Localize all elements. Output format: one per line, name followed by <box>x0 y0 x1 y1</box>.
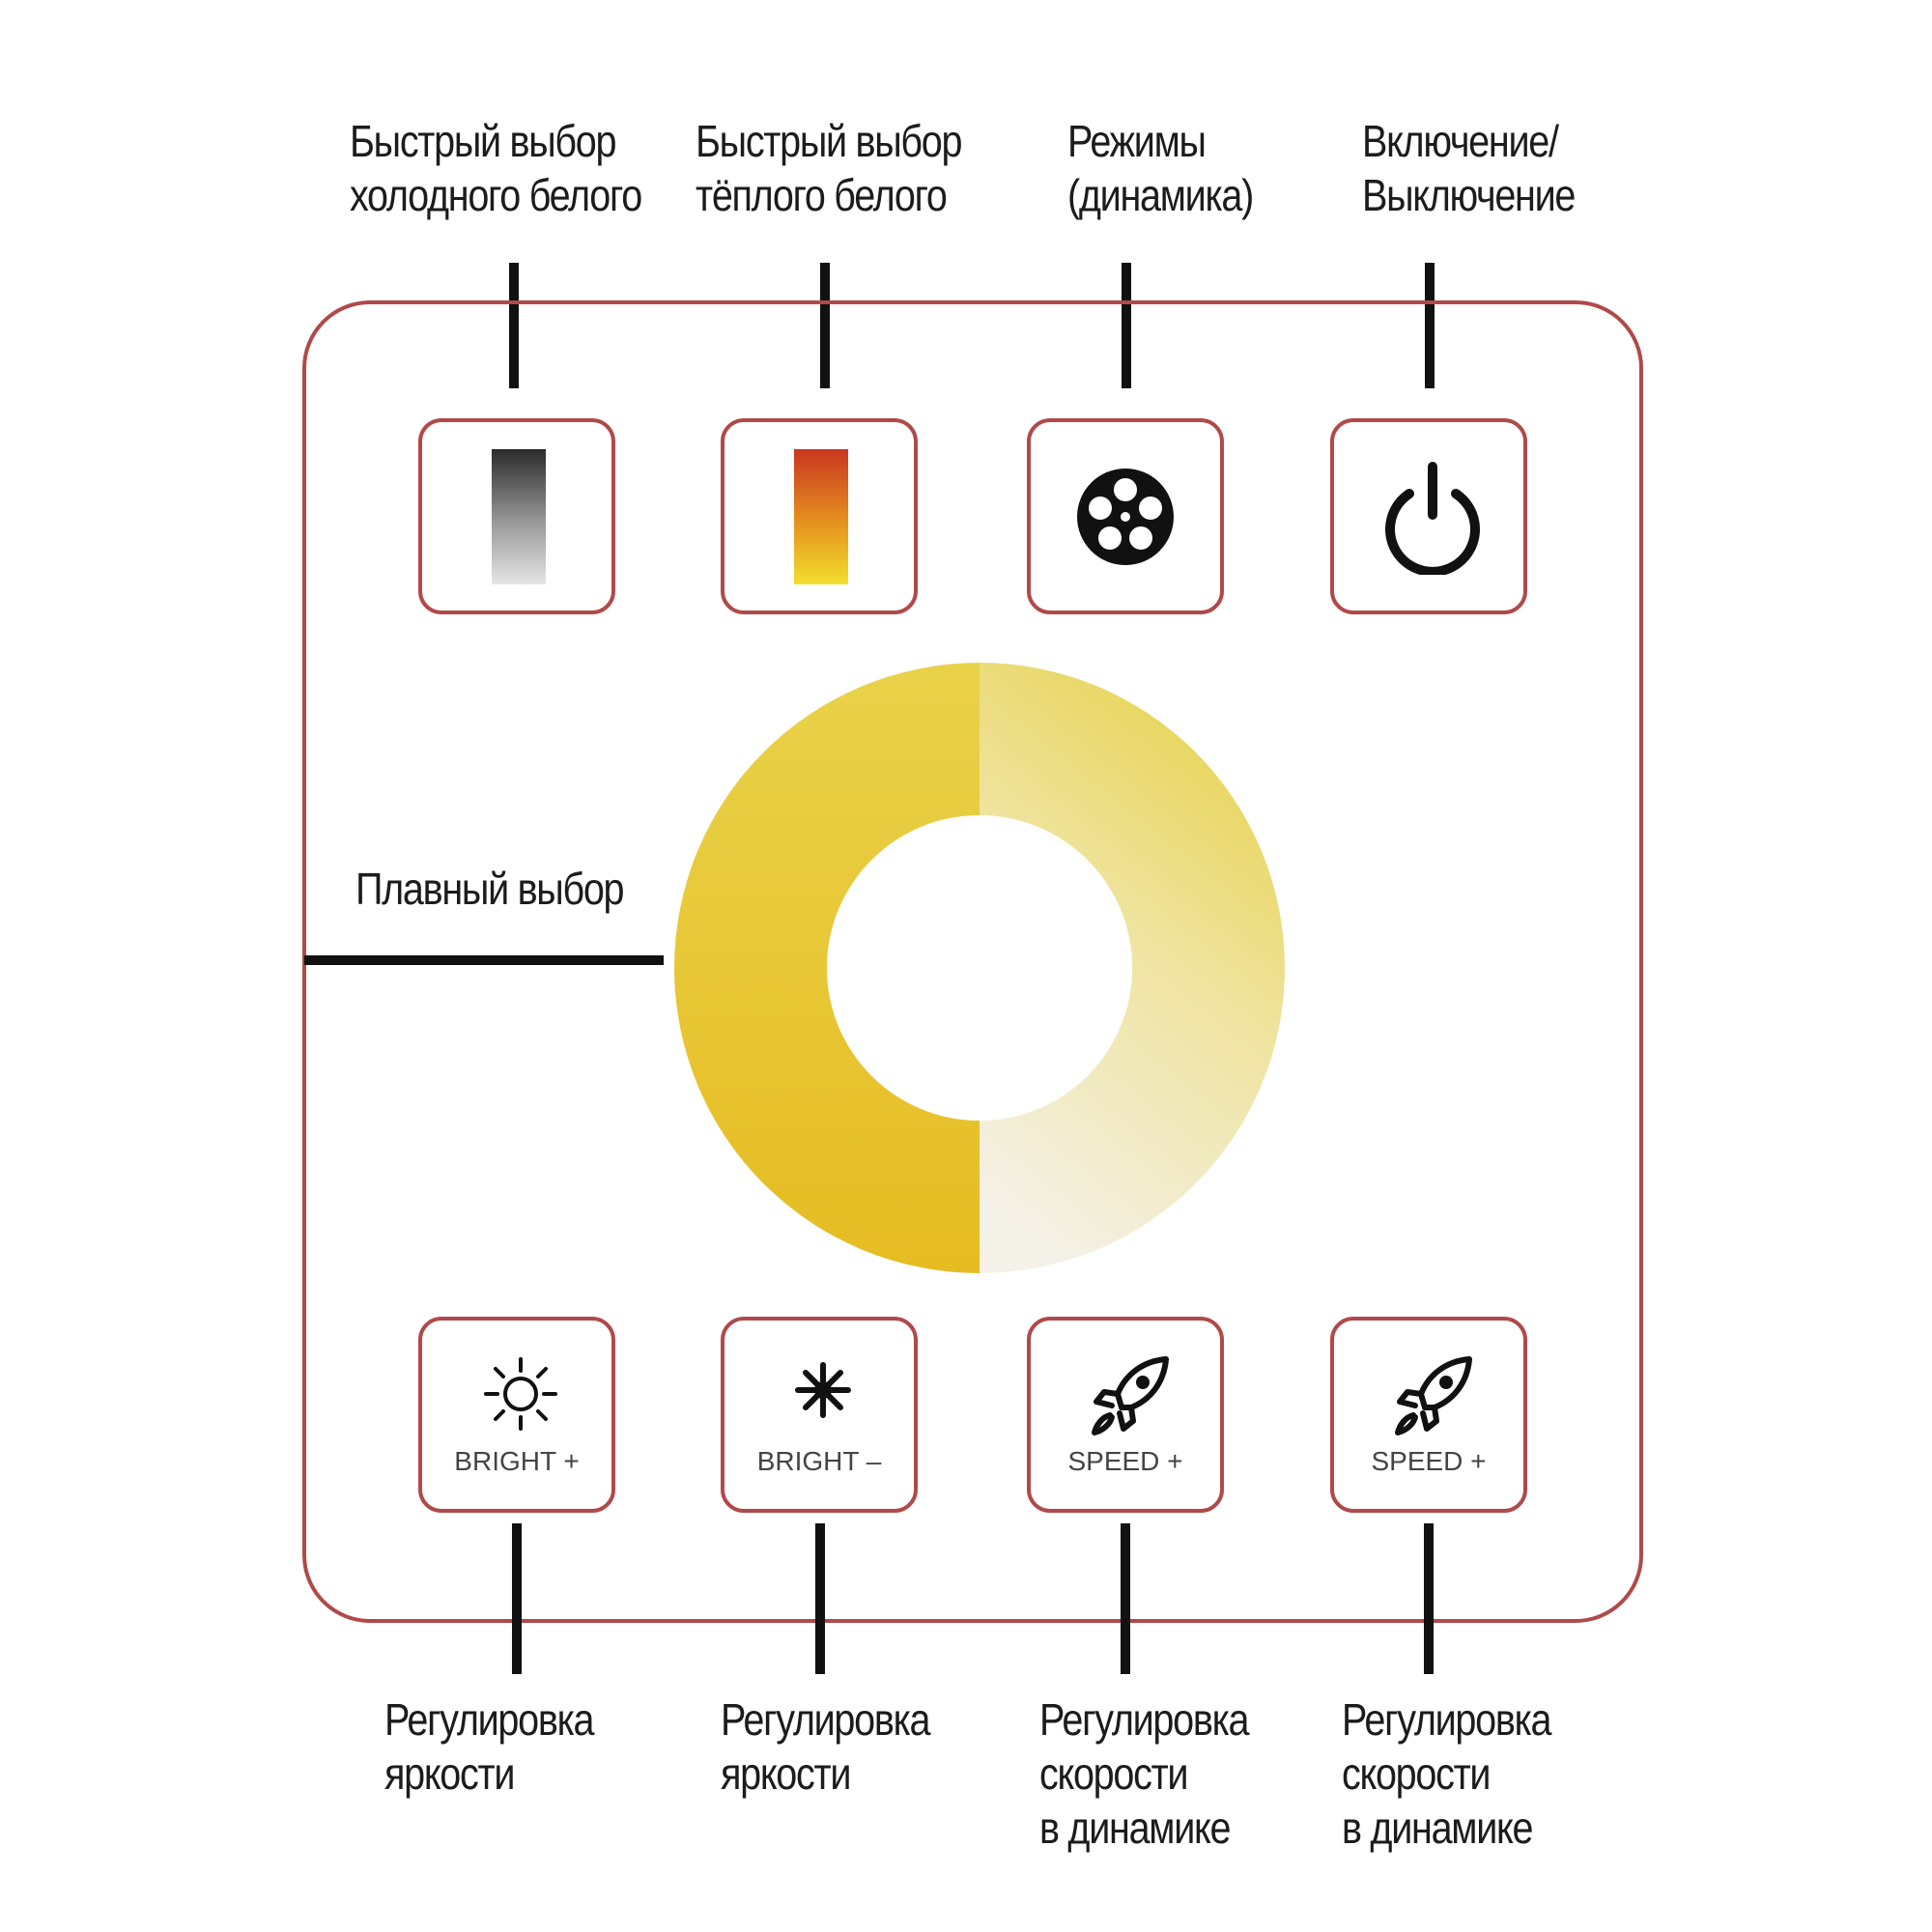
power-button[interactable] <box>1330 418 1527 614</box>
bright-plus-caption: BRIGHT + <box>454 1446 580 1476</box>
bright-plus-button[interactable]: BRIGHT + <box>418 1317 615 1513</box>
small-sun-icon <box>795 1362 851 1418</box>
connector-speed-2 <box>1424 1523 1434 1674</box>
label-brightness-up: Регулировка яркости <box>384 1694 594 1799</box>
connector-speed-1 <box>1121 1523 1130 1674</box>
color-temperature-wheel[interactable] <box>674 663 1285 1273</box>
speed-plus-button-2[interactable]: SPEED + <box>1330 1317 1527 1513</box>
label-brightness-down: Регулировка яркости <box>721 1694 930 1799</box>
bright-minus-caption: BRIGHT – <box>756 1446 882 1476</box>
connector-brightness-up <box>512 1523 522 1674</box>
film-reel-icon <box>1077 469 1174 565</box>
label-cold-white: Быстрый выбор холодного белого <box>350 116 642 220</box>
label-speed-2: Регулировка скорости в динамике <box>1342 1694 1551 1853</box>
label-speed-1: Регулировка скорости в динамике <box>1039 1694 1249 1853</box>
rocket-icon <box>1395 1356 1472 1435</box>
connector-power <box>1425 263 1435 388</box>
label-modes: Режимы (динамика) <box>1067 116 1254 220</box>
connector-modes <box>1122 263 1131 388</box>
cold-white-gradient-icon <box>492 449 546 584</box>
speed-plus-caption-1: SPEED + <box>1067 1446 1183 1476</box>
warm-white-button[interactable] <box>721 418 918 614</box>
connector-warm-white <box>820 263 830 388</box>
sun-icon <box>484 1357 557 1431</box>
cold-white-button[interactable] <box>418 418 615 614</box>
connector-cold-white <box>509 263 519 388</box>
bright-minus-button[interactable]: BRIGHT – <box>721 1317 918 1513</box>
label-power: Включение/ Выключение <box>1362 116 1576 220</box>
rocket-icon <box>1092 1356 1169 1435</box>
label-warm-white: Быстрый выбор тёплого белого <box>696 116 962 220</box>
modes-button[interactable] <box>1027 418 1224 614</box>
label-smooth-select: Плавный выбор <box>355 864 625 914</box>
connector-smooth-select <box>304 955 664 965</box>
connector-brightness-down <box>815 1523 825 1674</box>
speed-plus-caption-2: SPEED + <box>1371 1446 1487 1476</box>
warm-white-gradient-icon <box>794 449 848 584</box>
speed-plus-button-1[interactable]: SPEED + <box>1027 1317 1224 1513</box>
power-icon <box>1385 462 1480 575</box>
